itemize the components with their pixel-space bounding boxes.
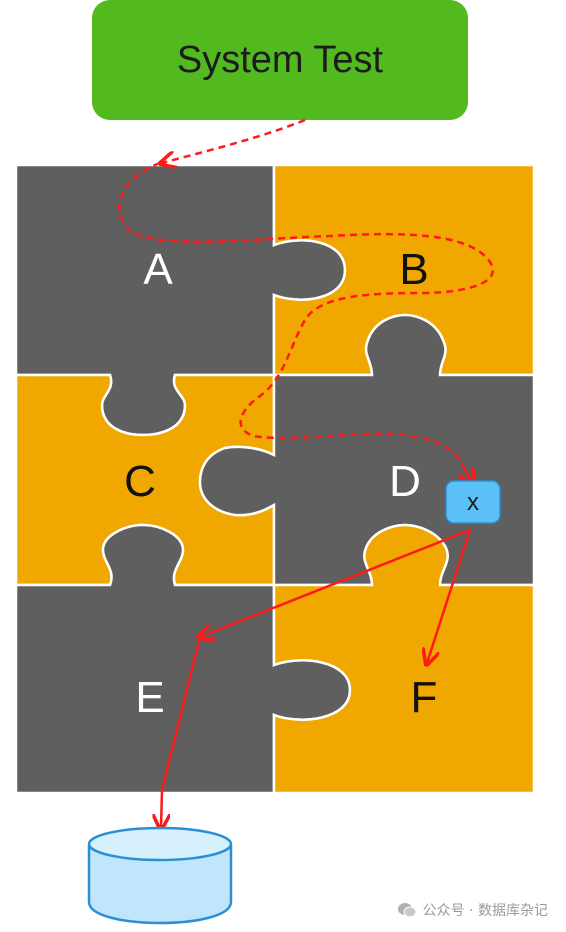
piece-a-label: A bbox=[143, 245, 173, 294]
test-path-dashed-line bbox=[118, 161, 494, 471]
system-test-label: System Test bbox=[176, 38, 384, 81]
arrow-x-to-f bbox=[427, 529, 472, 663]
system-test-box: System Test bbox=[92, 0, 468, 120]
piece-d-label: D bbox=[389, 457, 421, 506]
watermark-text: 公众号 · 数据库杂记 bbox=[422, 903, 548, 919]
piece-f-label: F bbox=[411, 673, 438, 722]
arrow-e-to-database bbox=[161, 636, 202, 828]
database-icon bbox=[87, 826, 233, 925]
piece-e-label: E bbox=[135, 673, 164, 722]
piece-b-label: B bbox=[399, 245, 428, 294]
piece-f bbox=[272, 523, 536, 795]
piece-c-label: C bbox=[124, 457, 156, 506]
wechat-icon bbox=[397, 903, 417, 918]
watermark: 公众号 · 数据库杂记 bbox=[397, 900, 548, 920]
marker-label: x bbox=[467, 489, 479, 516]
test-flow-dashed-arrow bbox=[162, 118, 306, 163]
marker-box bbox=[445, 480, 501, 524]
arrow-x-to-e bbox=[200, 528, 471, 637]
